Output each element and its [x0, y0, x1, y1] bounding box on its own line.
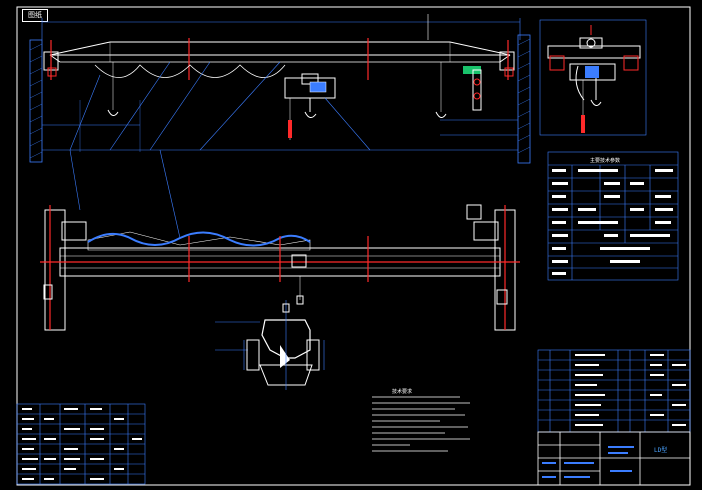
sheet-border [16, 6, 691, 486]
sheet-tag: 图纸 [22, 9, 48, 22]
tech-table-caption: 主要技术参数 [590, 157, 620, 164]
revision-table [16, 403, 146, 485]
left-wall [29, 39, 43, 163]
side-elevation-view [539, 19, 647, 136]
front-elevation-view [29, 14, 531, 164]
technical-notes: 技术要求 [372, 388, 470, 452]
notes-title: 技术要求 [392, 388, 412, 395]
title-block-text-placeholders [542, 446, 634, 478]
bom-table [537, 349, 691, 433]
plan-view [40, 149, 520, 331]
title-block [537, 431, 691, 486]
tech-parameter-table: 主要技术参数 [547, 151, 679, 281]
revision-table-text-placeholders [22, 408, 142, 480]
section-detail [215, 300, 325, 390]
bom-text-placeholders [575, 354, 686, 426]
tech-table-text-placeholders [552, 169, 673, 275]
title-block-caption: LD型 [654, 446, 667, 454]
